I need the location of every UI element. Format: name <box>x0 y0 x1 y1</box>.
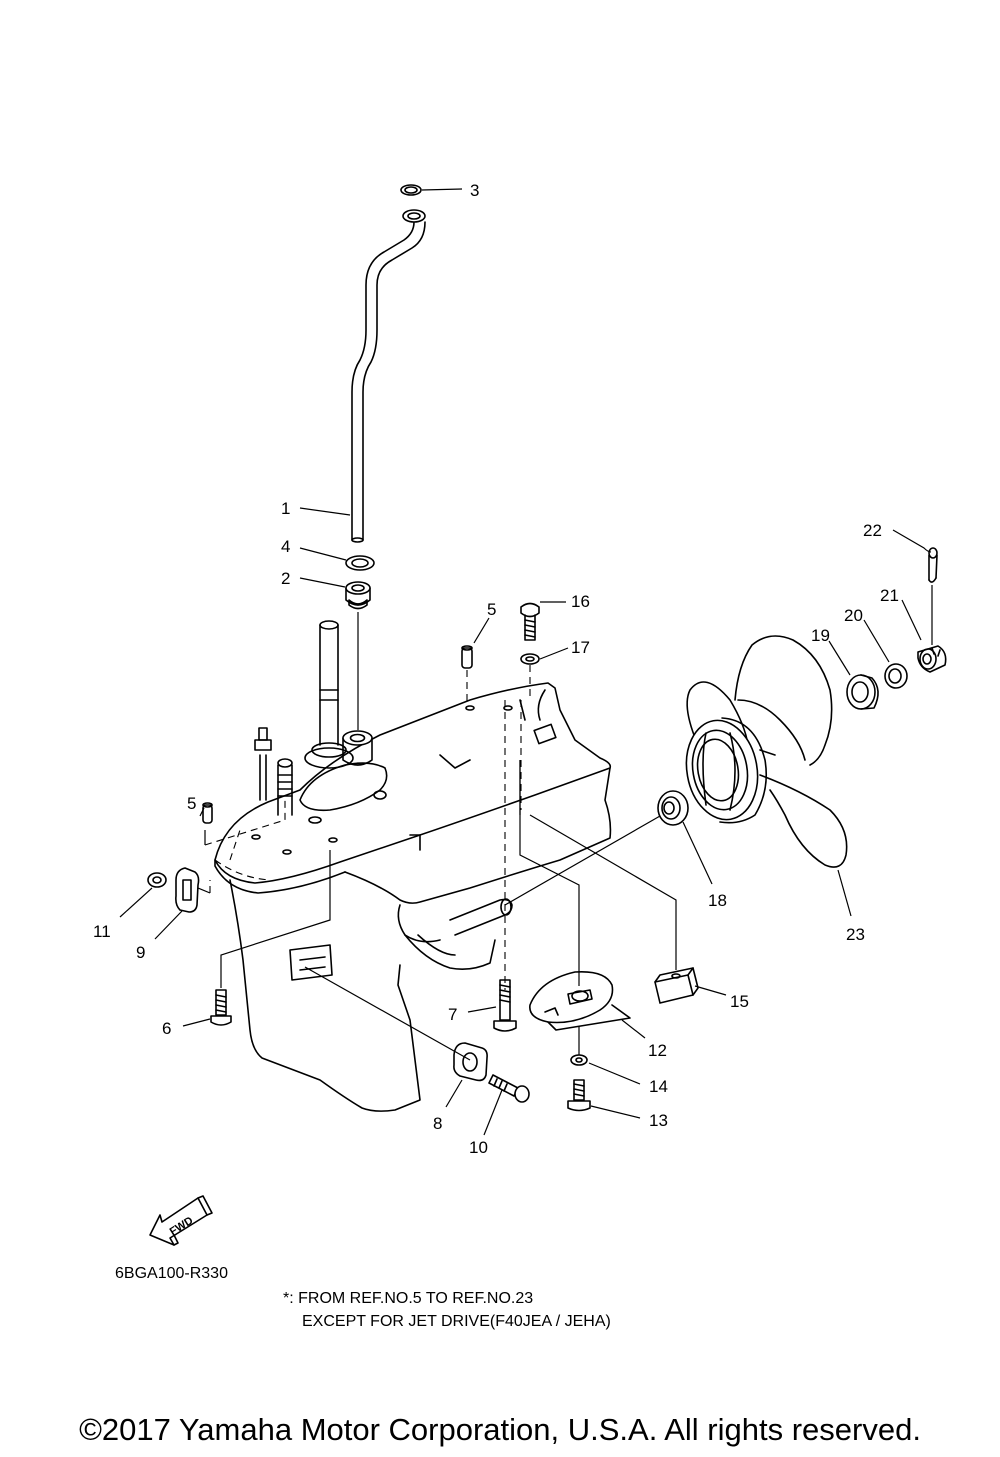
callout-20: 20 <box>844 606 863 625</box>
o-ring-3 <box>400 184 422 196</box>
spacer-19 <box>846 674 879 710</box>
callout-2: 2 <box>281 569 290 588</box>
lower-case-housing <box>214 620 612 1112</box>
callout-15: 15 <box>730 992 749 1011</box>
callout-19: 19 <box>811 626 830 645</box>
callout-22: 22 <box>863 521 882 540</box>
callout-6: 6 <box>162 1019 171 1038</box>
propeller-23 <box>685 635 848 868</box>
callout-8: 8 <box>433 1114 442 1133</box>
grommet-9 <box>175 867 200 913</box>
bolt-16 <box>520 602 540 641</box>
callout-11: 11 <box>93 922 111 941</box>
callout-9: 9 <box>136 943 145 962</box>
anode-15 <box>654 967 699 1004</box>
dowel-pin-5-left <box>202 802 213 824</box>
callout-5-left: 5 <box>187 794 196 813</box>
trim-tab-12 <box>529 970 631 1031</box>
callout-5-upper: 5 <box>487 600 496 619</box>
grommet-4 <box>345 555 375 571</box>
callout-7: 7 <box>448 1005 457 1024</box>
leader-lines <box>119 188 932 1136</box>
water-tube <box>351 209 426 543</box>
callout-1: 1 <box>281 499 290 518</box>
washer-14 <box>570 1054 588 1066</box>
scope-note-line-1: *: FROM REF.NO.5 TO REF.NO.23 <box>283 1290 534 1307</box>
bolt-7 <box>493 979 517 1032</box>
callout-16: 16 <box>571 592 590 611</box>
callout-3: 3 <box>470 181 479 200</box>
nut-11 <box>147 872 167 888</box>
washer-20 <box>884 663 908 689</box>
callout-10: 10 <box>469 1138 488 1157</box>
callout-13: 13 <box>649 1111 668 1130</box>
bolt-6 <box>210 989 232 1026</box>
bolt-10 <box>488 1074 530 1103</box>
callout-18: 18 <box>708 891 727 910</box>
copyright-notice: ©2017 Yamaha Motor Corporation, U.S.A. A… <box>79 1412 921 1447</box>
fwd-arrow-icon: FWD <box>149 1195 213 1246</box>
bolt-13 <box>567 1079 591 1112</box>
diagram-code: 6BGA100-R330 <box>115 1265 228 1282</box>
callout-23: 23 <box>846 925 865 944</box>
callout-14: 14 <box>649 1077 668 1096</box>
seal-2 <box>345 581 371 610</box>
cotter-pin-22 <box>928 547 938 583</box>
callout-numbers: 3 1 4 2 5 16 17 22 21 20 19 5 11 9 18 23… <box>93 181 899 1157</box>
callout-17: 17 <box>571 638 590 657</box>
scope-note-line-2: EXCEPT FOR JET DRIVE(F40JEA / JEHA) <box>302 1313 611 1330</box>
washer-17 <box>520 653 540 665</box>
dowel-pin-5-upper <box>461 645 473 669</box>
callout-12: 12 <box>648 1041 667 1060</box>
grommet-8 <box>453 1042 488 1082</box>
castle-nut-21 <box>917 645 947 673</box>
thrust-washer-18 <box>657 790 689 826</box>
callout-4: 4 <box>281 537 290 556</box>
callout-21: 21 <box>880 586 899 605</box>
